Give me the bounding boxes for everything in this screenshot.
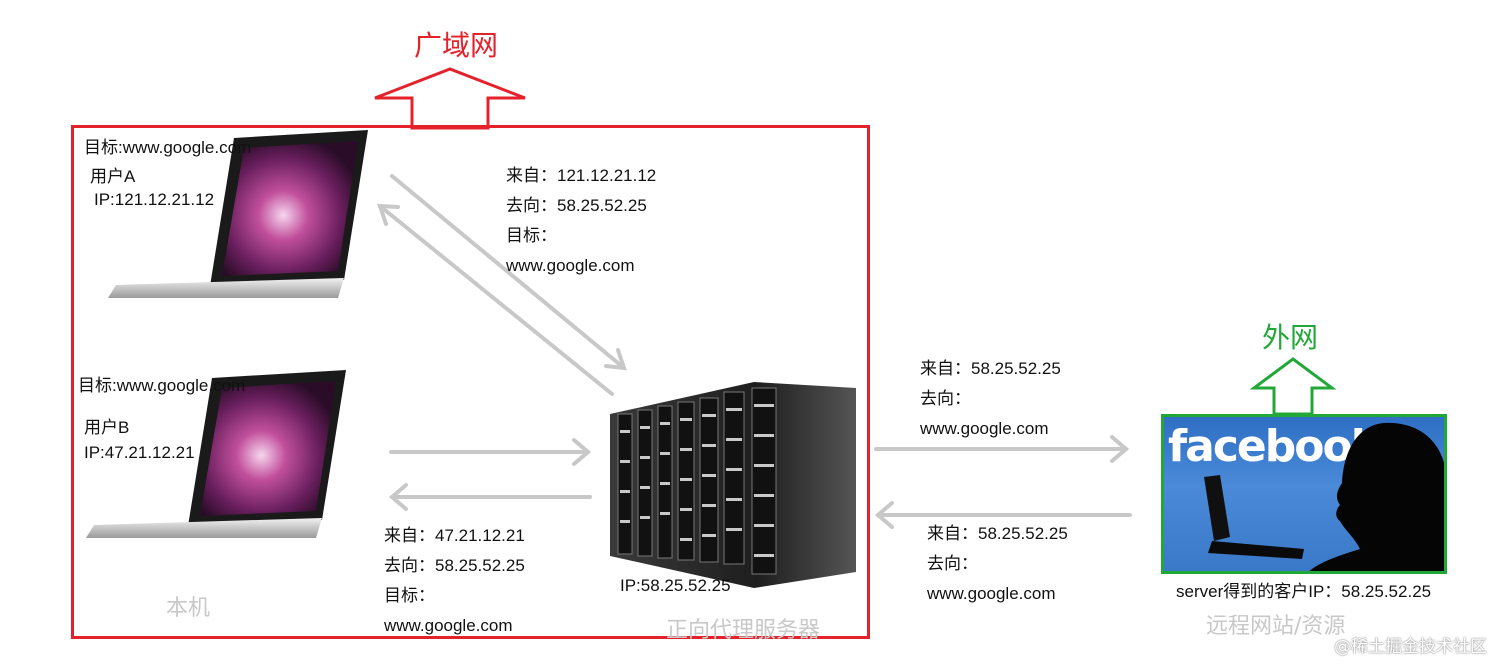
msg-in-to-value: www.google.com (927, 584, 1056, 603)
remote-caption: 远程网站/资源 (1206, 614, 1346, 639)
proxy-ip: IP:58.25.52.25 (620, 576, 731, 595)
msg-b-to: 去向：58.25.52.25 (384, 556, 525, 575)
msg-in-to: 去向： (927, 554, 978, 573)
laptop-a-icon (108, 130, 368, 298)
wan-label: 广域网 (414, 29, 499, 62)
user-a-name: 用户A (90, 167, 136, 186)
laptop-b-icon (86, 370, 346, 538)
lan-box (71, 125, 870, 639)
msg-out-from: 来自：58.25.52.25 (920, 359, 1061, 378)
msg-b-target-value: www.google.com (384, 616, 513, 635)
msg-out-to: 去向： (920, 389, 971, 408)
wan-up-arrow-icon (374, 67, 526, 130)
msg-b-target: 目标： (384, 586, 435, 605)
user-b-ip: IP:47.21.12.21 (84, 443, 195, 462)
user-a-target: 目标:www.google.com (84, 138, 252, 157)
msg-a-to: 去向：58.25.52.25 (506, 196, 647, 215)
user-b-name: 用户B (84, 418, 130, 437)
silhouette-icon (1204, 422, 1444, 571)
server-ip-note: server得到的客户IP：58.25.52.25 (1176, 582, 1432, 601)
server-rack-icon (610, 382, 856, 588)
external-up-arrow-icon (1250, 357, 1336, 416)
msg-out-to-value: www.google.com (920, 419, 1049, 438)
arrow-proxy-to-a (378, 204, 614, 396)
msg-b-from: 来自：47.21.12.21 (384, 526, 525, 545)
local-caption: 本机 (166, 596, 211, 621)
msg-in-from: 来自：58.25.52.25 (927, 524, 1068, 543)
site-brand: facebook (1168, 421, 1380, 472)
remote-site-image: facebook (1161, 414, 1447, 574)
user-b-target: 目标:www.google.com (78, 376, 246, 395)
msg-a-target-value: www.google.com (506, 256, 635, 275)
arrow-a-to-proxy (390, 174, 626, 370)
proxy-caption: 正向代理服务器 (666, 618, 821, 643)
msg-a-target: 目标： (506, 226, 557, 245)
user-a-ip: IP:121.12.21.12 (94, 190, 215, 209)
msg-a-from: 来自：121.12.21.12 (506, 166, 657, 185)
watermark: @稀土掘金技术社区 (1334, 637, 1487, 657)
external-label: 外网 (1262, 321, 1319, 354)
